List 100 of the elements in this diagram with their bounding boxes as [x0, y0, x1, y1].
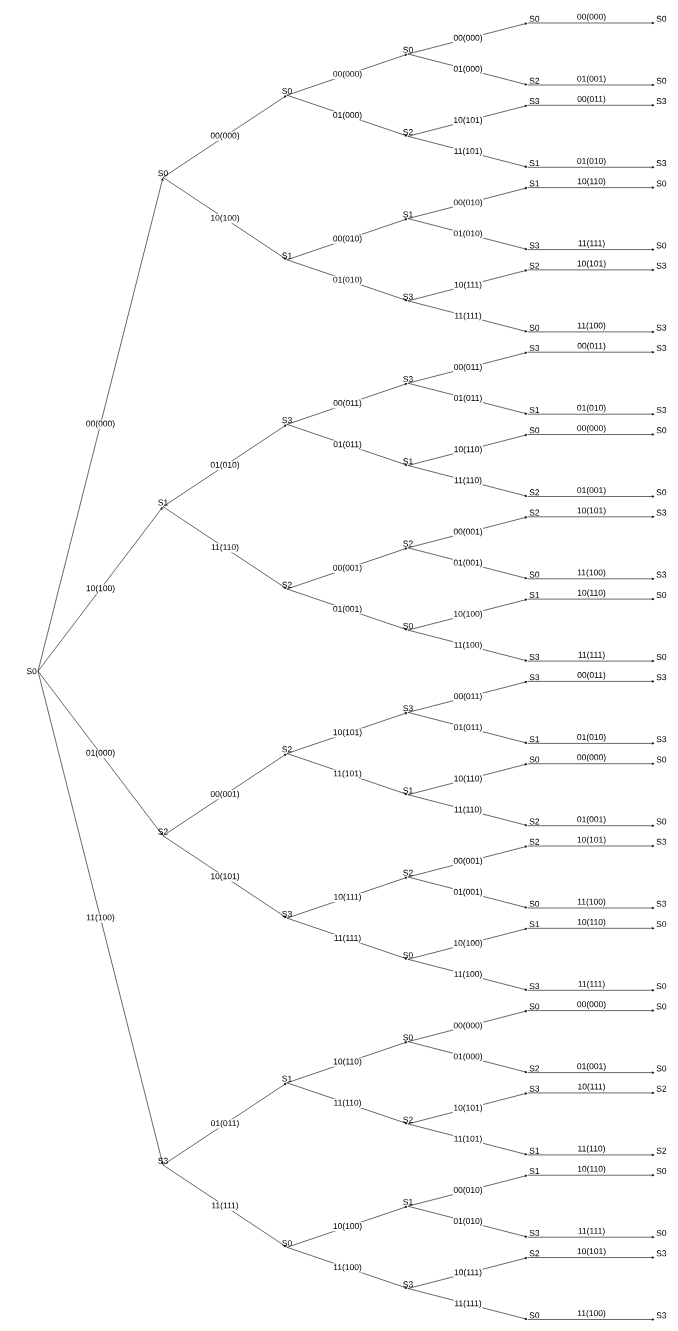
- arrow: [162, 506, 287, 589]
- state-label: S0: [529, 1312, 540, 1319]
- edge-label: 01(010): [209, 461, 241, 471]
- state-label: S1: [529, 921, 540, 928]
- edge-label: 01(010): [577, 404, 606, 413]
- arrow: [162, 1083, 287, 1166]
- edge-label: 01(001): [332, 605, 363, 615]
- edge-label: 10(100): [85, 584, 116, 594]
- edge-label: 10(110): [577, 178, 606, 186]
- edge-label: 11(111): [210, 1201, 240, 1211]
- state-label: S0: [403, 1034, 413, 1041]
- edge-label: 11(111): [578, 980, 605, 989]
- arrow: [527, 680, 655, 683]
- arrow: [37, 177, 164, 672]
- state-label: S2: [656, 1147, 667, 1154]
- state-label: S3: [529, 345, 540, 351]
- state-label: S2: [529, 509, 540, 516]
- state-label: S3: [656, 160, 667, 167]
- arrow: [162, 177, 287, 260]
- state-label: S3: [529, 98, 540, 105]
- edge-label: 01(001): [452, 887, 484, 898]
- arrow: [527, 166, 655, 169]
- arrow: [527, 762, 655, 765]
- state-label: S2: [158, 828, 168, 835]
- state-label: S3: [656, 345, 667, 351]
- state-label: S3: [403, 376, 413, 382]
- state-label: S1: [403, 787, 413, 794]
- edge-label: 00(001): [452, 527, 484, 537]
- arrow: [527, 989, 655, 992]
- edge-label: 11(100): [577, 898, 606, 907]
- arrow: [527, 1153, 655, 1157]
- arrow: [162, 424, 287, 507]
- state-label: S3: [656, 674, 667, 681]
- edge-label: 11(100): [85, 913, 116, 923]
- arrow: [37, 670, 163, 836]
- edge-label: 10(101): [209, 872, 241, 882]
- state-label: S3: [656, 407, 667, 413]
- edge-label: 00(011): [577, 342, 606, 351]
- edge-label: 10(110): [577, 589, 606, 598]
- edge-label: 01(000): [452, 64, 484, 75]
- edge-label: 11(100): [577, 569, 606, 578]
- edge-label: 11(110): [578, 1145, 605, 1154]
- arrow: [527, 1174, 655, 1177]
- edge-label: 10(110): [577, 918, 606, 927]
- edge-label: 00(000): [577, 13, 606, 22]
- state-label: S1: [403, 458, 413, 465]
- state-label: S0: [529, 324, 540, 331]
- state-label: S3: [656, 1250, 667, 1257]
- arrow: [527, 906, 655, 910]
- edge-label: 00(000): [332, 70, 363, 80]
- arrow: [527, 413, 655, 416]
- edge-label: 01(001): [577, 1063, 606, 1071]
- state-label: S2: [403, 129, 413, 136]
- state-label: S0: [656, 242, 667, 249]
- arrow: [527, 433, 655, 436]
- state-label: S1: [403, 1199, 413, 1205]
- state-label: S3: [529, 983, 540, 990]
- edge-label: 10(100): [452, 939, 484, 949]
- edge-label: 01(010): [577, 733, 606, 742]
- state-label: S2: [282, 746, 292, 753]
- edge-label: 10(110): [332, 1057, 363, 1067]
- edge-label: 00(001): [332, 563, 363, 573]
- state-label: S2: [529, 1065, 540, 1072]
- edge-label: 01(011): [453, 394, 483, 404]
- edge-label: 10(100): [209, 214, 241, 224]
- edge-label: 00(010): [452, 198, 484, 208]
- state-label: S0: [656, 1065, 667, 1072]
- arrow: [527, 598, 655, 601]
- edge-label: 11(100): [453, 970, 483, 980]
- arrow: [527, 1071, 655, 1074]
- edge-label: 11(101): [453, 1134, 483, 1144]
- state-label: S3: [282, 910, 292, 917]
- arrow: [527, 742, 655, 745]
- state-label: S2: [529, 262, 540, 269]
- arrow: [162, 95, 287, 178]
- state-label: S1: [529, 1147, 540, 1154]
- state-label: S0: [656, 653, 667, 660]
- edge-label: 10(111): [578, 1083, 605, 1092]
- state-label: S3: [656, 736, 667, 743]
- edge-label: 00(000): [85, 419, 116, 429]
- edge-label: 10(101): [452, 1103, 484, 1113]
- state-label: S1: [282, 252, 292, 259]
- state-label: S2: [529, 1250, 540, 1257]
- edge-label: 10(101): [452, 116, 484, 126]
- edge-label: 00(011): [577, 95, 606, 104]
- state-label: S0: [158, 170, 168, 177]
- state-label: S3: [403, 1281, 413, 1288]
- arrow: [162, 835, 287, 918]
- state-label: S2: [282, 581, 292, 588]
- arrow: [527, 83, 655, 87]
- edge-label: 10(111): [453, 1268, 483, 1278]
- state-label: S0: [656, 489, 667, 496]
- arrow: [527, 1009, 655, 1012]
- edge-label: 10(101): [577, 260, 606, 269]
- arrow: [527, 1318, 655, 1321]
- edge-label: 00(001): [452, 856, 484, 867]
- state-label: S0: [656, 1168, 667, 1174]
- arrow: [37, 507, 163, 672]
- arrow: [162, 1164, 287, 1248]
- edge-label: 00(011): [332, 399, 363, 409]
